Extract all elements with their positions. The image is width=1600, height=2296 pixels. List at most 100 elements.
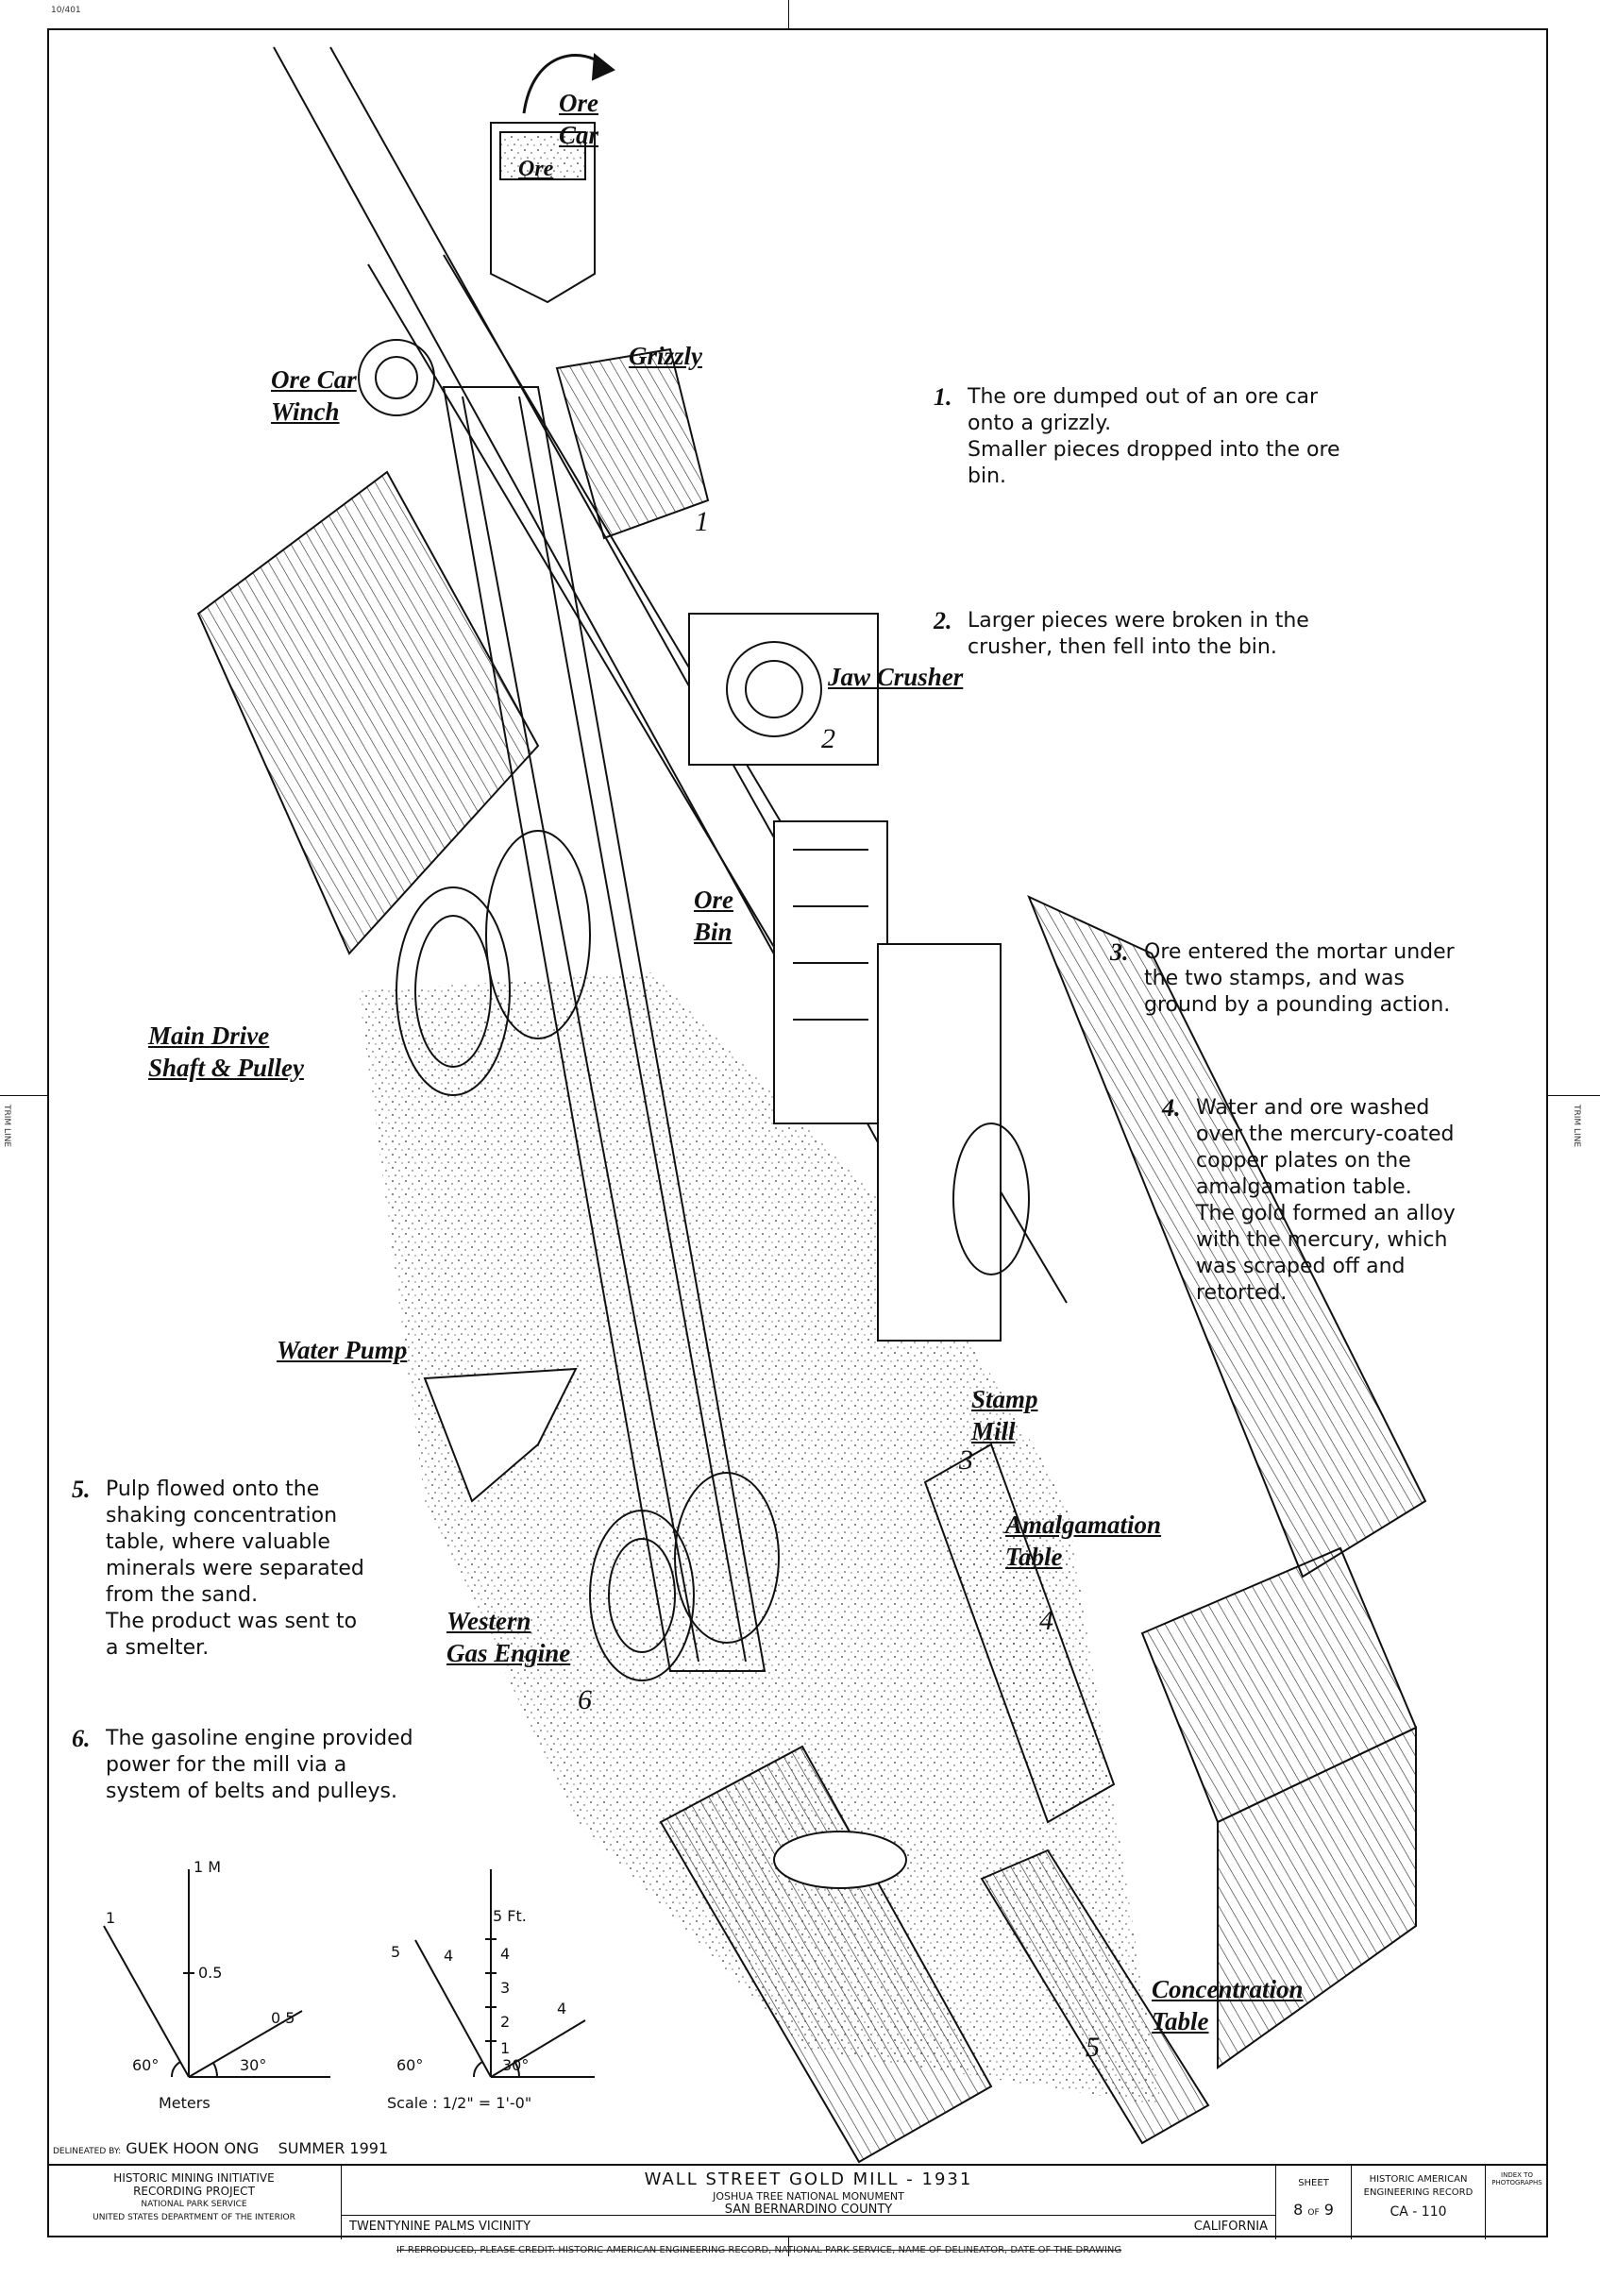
- right-roof-upper: [1027, 895, 1427, 1578]
- note-4-line: was scraped off and: [1196, 1255, 1406, 1278]
- note-3-line: the two stamps, and was: [1144, 967, 1405, 990]
- note-4-line: amalgamation table.: [1196, 1175, 1412, 1199]
- label-ore: Ore: [518, 157, 554, 181]
- imperial-top-label: 5 Ft.: [493, 1907, 527, 1925]
- note-3-number: 3.: [1110, 938, 1129, 966]
- note-6-line: power for the mill via a: [106, 1753, 347, 1777]
- note-5-line: minerals were separated: [106, 1557, 364, 1580]
- label-grizzly: Grizzly: [629, 342, 703, 370]
- title-block: HISTORIC MINING INITIATIVE RECORDING PRO…: [47, 2164, 1548, 2239]
- step-marker-1: 1: [695, 506, 709, 537]
- title-block-index: INDEX TO PHOTOGRAPHS: [1491, 2171, 1542, 2186]
- label-concentration-line2: Table: [1152, 2007, 1209, 2035]
- note-5: 5. Pulp flowed onto the shaking concentr…: [72, 1477, 417, 1662]
- label-concentration-table: Concentration Table: [1152, 1973, 1304, 2037]
- bottom-roof: [659, 1745, 993, 2164]
- title-block-main: WALL STREET GOLD MILL - 1931 JOSHUA TREE…: [342, 2166, 1276, 2239]
- top-center-mark: [788, 0, 789, 28]
- note-4-line: with the mercury, which: [1196, 1228, 1448, 1252]
- label-water-pump: Water Pump: [277, 1336, 408, 1364]
- note-2: 2. Larger pieces were broken in the crus…: [934, 608, 1364, 661]
- right-trim-mark: [1548, 1095, 1600, 1096]
- org-line: RECORDING PROJECT: [133, 2185, 255, 2198]
- imperial-tick-2: 2: [500, 2013, 511, 2031]
- label-ore-bin-line2: Bin: [694, 918, 733, 946]
- label-ore-car-line1: Ore: [559, 89, 598, 117]
- label-ore-car-line2: Car: [559, 121, 599, 149]
- metric-mid-label: 0.5: [198, 1964, 223, 1982]
- note-5-line: a smelter.: [106, 1636, 210, 1660]
- label-winch-line1: Ore Car: [271, 365, 357, 394]
- step-marker-2: 2: [821, 723, 835, 754]
- drawing-border: [47, 28, 1548, 2237]
- delineator-date: SUMMER 1991: [278, 2139, 389, 2157]
- note-5-line: Pulp flowed onto the: [106, 1477, 320, 1501]
- record-id: CA - 110: [1389, 2204, 1447, 2220]
- note-1-line: bin.: [968, 464, 1007, 488]
- imperial-caption: Scale : 1/2" = 1'-0": [387, 2094, 532, 2112]
- label-amalgamation-line1: Amalgamation: [1005, 1511, 1162, 1539]
- imperial-tick-3: 3: [500, 1979, 511, 1997]
- label-ore-car-winch: Ore Car Winch: [271, 363, 357, 428]
- org-line: UNITED STATES DEPARTMENT OF THE INTERIOR: [93, 2213, 295, 2222]
- label-stamp-mill: Stamp Mill: [971, 1383, 1038, 1447]
- note-3: 3. Ore entered the mortar under the two …: [1110, 939, 1522, 1019]
- delineator-name: GUEK HOON ONG: [126, 2139, 260, 2157]
- metric-caption: Meters: [159, 2094, 211, 2112]
- record-line: ENGINEERING RECORD: [1363, 2187, 1474, 2198]
- bottom-center-mark: [788, 2237, 789, 2256]
- delineator-prefix: DELINEATED BY:: [53, 2147, 122, 2156]
- note-4-line: over the mercury-coated: [1196, 1123, 1455, 1146]
- note-1-line: onto a grizzly.: [968, 412, 1112, 435]
- label-ore-bin: Ore Bin: [694, 884, 733, 948]
- label-western-gas-engine: Western Gas Engine: [446, 1605, 570, 1669]
- note-6: 6. The gasoline engine provided power fo…: [72, 1726, 483, 1805]
- note-1-number: 1.: [934, 383, 952, 411]
- note-4-line: retorted.: [1196, 1281, 1288, 1305]
- title-block-divider: [342, 2215, 1276, 2216]
- title-block-record: HISTORIC AMERICAN ENGINEERING RECORD CA …: [1352, 2166, 1486, 2239]
- metric-angle-left: 60°: [132, 2056, 160, 2074]
- org-line: NATIONAL PARK SERVICE: [141, 2200, 247, 2209]
- note-6-line: system of belts and pulleys.: [106, 1780, 397, 1803]
- imperial-left-top: 5: [391, 1943, 401, 1961]
- note-4-line: Water and ore washed: [1196, 1096, 1430, 1120]
- drawing-subtitle-1: JOSHUA TREE NATIONAL MONUMENT: [713, 2190, 904, 2203]
- imperial-tick-4: 4: [500, 1945, 511, 1963]
- sheet-of: OF: [1307, 2208, 1320, 2218]
- note-5-line: from the sand.: [106, 1583, 259, 1607]
- title-block-sheet: SHEET 8 OF 9: [1276, 2166, 1352, 2239]
- step-marker-5: 5: [1086, 2032, 1100, 2063]
- label-concentration-line1: Concentration: [1152, 1975, 1304, 2003]
- note-5-line: table, where valuable: [106, 1530, 330, 1554]
- note-2-number: 2.: [934, 607, 952, 634]
- label-ore-bin-line1: Ore: [694, 886, 733, 914]
- sheet-number: 8: [1293, 2201, 1304, 2219]
- note-1-line: The ore dumped out of an ore car: [968, 385, 1319, 409]
- note-5-line: shaking concentration: [106, 1504, 338, 1528]
- note-1-line: Smaller pieces dropped into the ore: [968, 438, 1340, 462]
- note-4-line: copper plates on the: [1196, 1149, 1411, 1173]
- step-marker-4: 4: [1039, 1605, 1053, 1636]
- metric-right-label: 0.5: [271, 2009, 295, 2027]
- record-line: HISTORIC AMERICAN: [1369, 2174, 1468, 2185]
- corner-id: 10/401: [51, 6, 81, 15]
- label-amalgamation-line2: Table: [1005, 1543, 1063, 1571]
- label-main-drive-line2: Shaft & Pulley: [148, 1054, 305, 1082]
- note-5-line: The product was sent to: [106, 1610, 358, 1633]
- drawing-subtitle-2: SAN BERNARDINO COUNTY: [724, 2203, 893, 2217]
- title-block-org: HISTORIC MINING INITIATIVE RECORDING PRO…: [47, 2166, 342, 2239]
- label-stamp-mill-line1: Stamp: [971, 1385, 1038, 1413]
- step-marker-6: 6: [578, 1684, 592, 1715]
- drawing-title: WALL STREET GOLD MILL - 1931: [644, 2169, 973, 2189]
- note-4-line: The gold formed an alloy: [1196, 1202, 1456, 1225]
- note-6-line: The gasoline engine provided: [106, 1727, 413, 1750]
- metric-angle-right: 30°: [240, 2056, 267, 2074]
- mill-isometric-drawing: [196, 46, 1427, 2164]
- imperial-angle-left: 60°: [396, 2056, 424, 2074]
- label-stamp-mill-line2: Mill: [971, 1417, 1016, 1445]
- note-3-line: ground by a pounding action.: [1144, 993, 1451, 1017]
- metric-top-label: 1 M: [194, 1858, 222, 1876]
- note-2-line: Larger pieces were broken in the: [968, 609, 1309, 633]
